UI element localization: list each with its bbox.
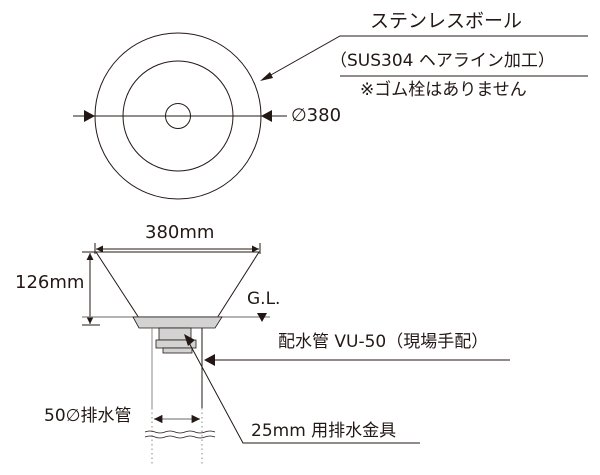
bowl-base — [132, 316, 223, 329]
material-spec: （SUS304 ヘアライン加工） — [330, 51, 555, 71]
ground-level-label: G.L. — [247, 289, 281, 309]
drain-pipe-arrow-icon — [204, 354, 215, 366]
drain-fitting-lower — [162, 347, 193, 354]
top-view — [73, 32, 588, 200]
drain-pipe-label: 配水管 VU-50（現場手配） — [278, 332, 489, 352]
drain-pipe-size-label: 50∅排水管 — [44, 406, 132, 426]
arrow-right-icon — [261, 110, 272, 122]
material-title: ステンレスボール — [370, 10, 523, 32]
side-view — [82, 243, 510, 466]
pipe-break-line-upper — [144, 430, 216, 434]
leader-arrow-icon — [260, 72, 273, 81]
bowl-profile — [95, 251, 260, 319]
height-label: 126mm — [15, 272, 85, 293]
drain-fitting-label: 25mm 用排水金具 — [251, 421, 397, 441]
ground-level-marker-icon — [257, 313, 267, 322]
arrow-left-icon — [84, 110, 95, 122]
drain-fitting-leader — [186, 338, 420, 444]
diameter-label: ∅380 — [291, 105, 342, 126]
pipe-break-line-lower — [144, 435, 216, 439]
width-label: 380mm — [145, 222, 215, 243]
rubber-plug-note: ※ゴム栓はありません — [360, 80, 527, 100]
material-leader-line — [261, 35, 588, 81]
drain-fitting-arrow-icon — [184, 334, 195, 346]
